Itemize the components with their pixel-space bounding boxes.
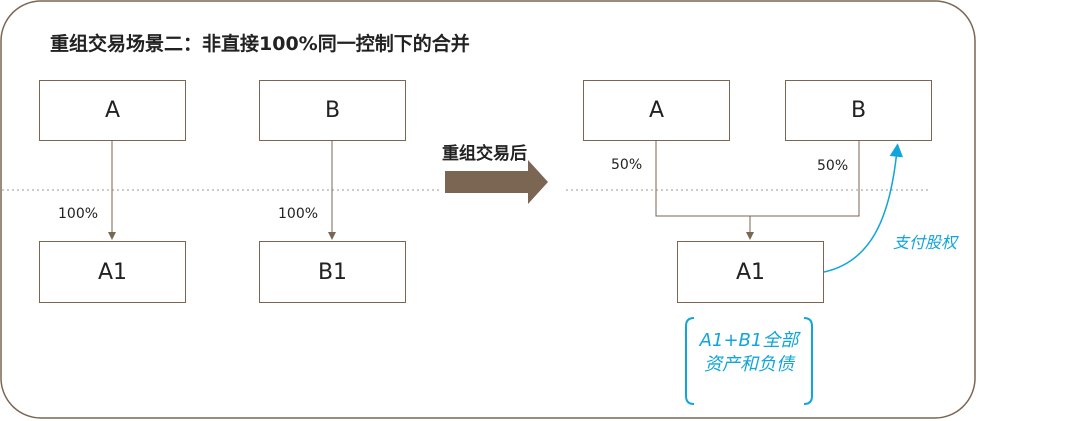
note-left-brace: [685, 317, 695, 405]
outer-frame: [0, 0, 976, 419]
pct-after-a-label: 50%: [611, 157, 643, 173]
before-parent-b-box: B: [259, 80, 406, 141]
before-child-a1-box: A1: [39, 241, 186, 303]
transition-arrow: [445, 160, 548, 204]
connector-b-to-a1: [750, 141, 860, 217]
note-right-brace: [803, 317, 813, 405]
pct-b-b1-label: 100%: [278, 206, 319, 222]
assets-liabilities-note: A1+B1全部 资产和负债: [680, 314, 818, 404]
after-child-a1-box: A1: [677, 241, 824, 303]
after-parent-b-box: B: [785, 80, 932, 141]
pct-a-a1-label: 100%: [58, 206, 99, 222]
connector-a-to-a1: [655, 141, 750, 217]
before-parent-a-box: A: [39, 80, 186, 141]
diagram-title: 重组交易场景二：非直接100%同一控制下的合并: [50, 33, 470, 55]
note-line-2: 资产和负债: [704, 354, 794, 375]
payment-curve-arrow: [823, 143, 904, 273]
note-line-1: A1+B1全部: [699, 330, 799, 351]
pct-after-b-label: 50%: [817, 158, 849, 174]
payment-equity-label: 支付股权: [893, 233, 958, 252]
after-parent-a-box: A: [583, 80, 730, 141]
before-child-b1-box: B1: [259, 241, 406, 303]
transition-label: 重组交易后: [442, 144, 527, 164]
